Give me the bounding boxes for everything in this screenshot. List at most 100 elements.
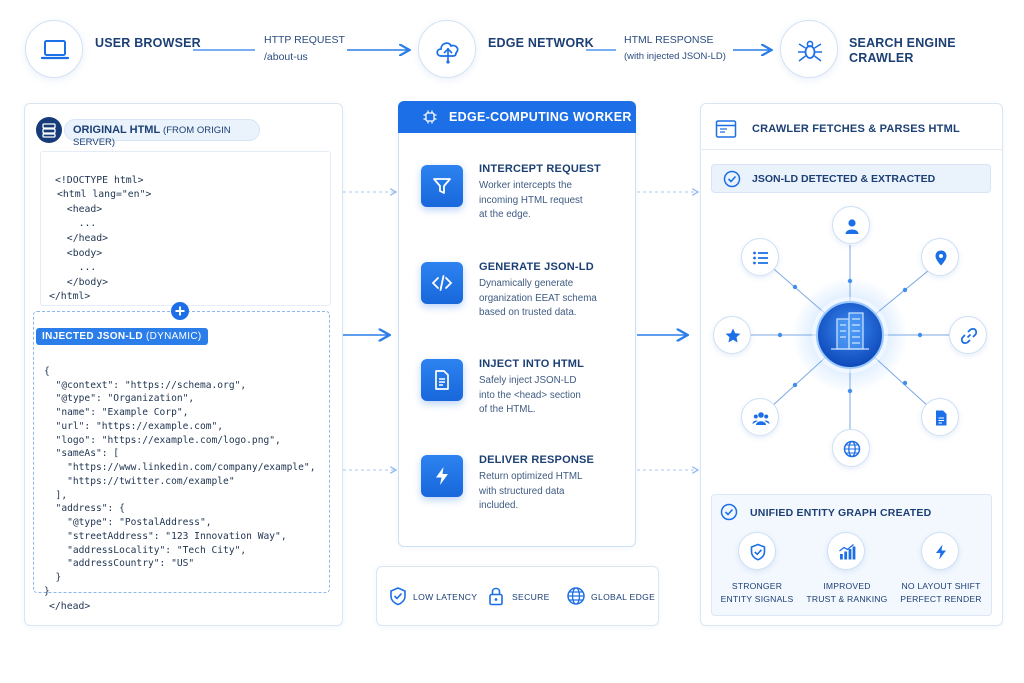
step-generate-desc: Dynamically generate organization EEAT s… — [479, 277, 609, 321]
code-line: <!DOCTYPE html> — [55, 174, 144, 186]
entity-graph — [732, 245, 968, 447]
check-circle-icon — [720, 503, 738, 521]
feature-low-latency: LOW LATENCY — [413, 592, 478, 602]
original-html-title: ORIGINAL HTML — [73, 124, 160, 136]
benefit-layout-shift: NO LAYOUT SHIFT PERFECT RENDER — [895, 580, 987, 605]
jsonld-detected-pill: JSON-LD DETECTED & EXTRACTED — [711, 164, 991, 193]
code-line: <head> — [55, 203, 103, 215]
user-browser-label: USER BROWSER — [95, 36, 201, 50]
code-line: ... — [55, 262, 97, 274]
graph-node-people — [741, 398, 779, 436]
shield-check-icon — [390, 587, 406, 606]
funnel-icon — [433, 178, 451, 194]
graph-node-user — [832, 206, 870, 244]
code-icon — [431, 275, 453, 291]
desc-line: Dynamically generate — [479, 278, 574, 289]
desc-line: Safely inject JSON-LD — [479, 375, 577, 386]
desc-line: included. — [479, 500, 519, 511]
code-line: ... — [55, 218, 97, 230]
benefit-line: STRONGER — [731, 581, 783, 591]
step-intercept-icon-box — [421, 165, 463, 207]
request-path: /about-us — [264, 51, 308, 63]
desc-line: incoming HTML request — [479, 194, 583, 206]
search-crawler-node — [780, 20, 838, 78]
server-icon — [36, 117, 62, 143]
original-html-title-pill: ORIGINAL HTML (FROM ORIGIN SERVER) — [64, 119, 260, 148]
benefit-line: PERFECT RENDER — [900, 593, 982, 604]
injected-json-tag: INJECTED JSON-LD (DYNAMIC) — [36, 328, 208, 345]
cloud-network-icon — [436, 42, 459, 64]
crawler-label-line2: CRAWLER — [849, 51, 914, 65]
star-icon — [725, 328, 741, 343]
injected-json-note: (DYNAMIC) — [146, 331, 202, 342]
benefit-trust-ranking: IMPROVED TRUST & RANKING — [805, 580, 889, 605]
globe-icon — [567, 587, 585, 605]
graph-node-globe — [832, 429, 870, 467]
spider-icon — [798, 40, 822, 62]
step-intercept-title: INTERCEPT REQUEST — [479, 163, 601, 175]
step-deliver-title: DELIVER RESPONSE — [479, 454, 595, 466]
code-line: <body> — [55, 247, 103, 259]
crawler-title: CRAWLER FETCHES & PARSES HTML — [752, 123, 960, 135]
code-line: </head> — [55, 232, 109, 244]
laptop-icon — [40, 40, 70, 60]
http-request-label: HTTP REQUEST — [264, 34, 345, 46]
link-icon — [960, 327, 978, 345]
worker-title: EDGE-COMPUTING WORKER — [449, 110, 632, 124]
json-line: "@type": "Organization", — [44, 393, 195, 405]
closing-head-line: </head> — [49, 601, 91, 612]
json-line: "addressCountry": "US" — [44, 558, 195, 570]
user-icon — [845, 219, 859, 234]
desc-line: organization EEAT schema — [479, 292, 597, 304]
chip-icon — [423, 110, 437, 124]
step-inject-title: INJECT INTO HTML — [479, 358, 585, 370]
features-bar — [376, 566, 659, 626]
step-generate-title: GENERATE JSON-LD — [479, 261, 594, 273]
building-icon — [831, 312, 869, 350]
feature-secure: SECURE — [512, 592, 550, 602]
benefit-entity-signals-icon — [738, 532, 776, 570]
globe-icon — [843, 440, 861, 458]
graph-node-list — [741, 238, 779, 276]
bar-chart-icon — [839, 544, 856, 560]
json-line: "url": "https://example.com", — [44, 420, 224, 432]
injected-json-code: { "@context": "https://schema.org", "@ty… — [44, 351, 315, 612]
crawler-label-line1: SEARCH ENGINE — [849, 36, 956, 50]
edge-network-label: EDGE NETWORK — [488, 36, 594, 50]
document-icon — [435, 370, 449, 390]
benefit-trust-ranking-icon — [827, 532, 865, 570]
user-browser-node — [25, 20, 83, 78]
lightning-icon — [936, 544, 946, 560]
desc-line: Return optimized HTML — [479, 471, 583, 482]
benefit-line: TRUST & RANKING — [806, 593, 888, 604]
browser-window-icon — [715, 120, 737, 138]
jsonld-detected-label: JSON-LD DETECTED & EXTRACTED — [752, 173, 936, 185]
benefit-layout-shift-icon — [921, 532, 959, 570]
step-deliver-icon-box — [421, 455, 463, 497]
step-intercept-desc: Worker intercepts the incoming HTML requ… — [479, 179, 609, 223]
html-response-note: (with injected JSON-LD) — [624, 51, 726, 62]
edge-network-node — [418, 20, 476, 78]
code-line: </html> — [49, 291, 91, 303]
json-line: "https://twitter.com/example" — [44, 475, 235, 487]
feature-global-edge: GLOBAL EDGE — [591, 592, 656, 602]
html-response-label: HTML RESPONSE — [624, 34, 714, 46]
graph-node-document — [921, 398, 959, 436]
json-line: { — [44, 365, 50, 377]
desc-line: of the HTML. — [479, 404, 536, 415]
lock-icon — [489, 587, 503, 606]
step-inject-desc: Safely inject JSON-LD into the <head> se… — [479, 374, 609, 418]
json-line: "https://www.linkedin.com/company/exampl… — [44, 462, 316, 473]
list-icon — [753, 251, 768, 265]
json-line: ], — [44, 489, 68, 501]
original-html-code: <!DOCTYPE html><html lang="en"> <head> .… — [49, 159, 151, 320]
json-line: "@type": "PostalAddress", — [44, 517, 212, 528]
original-html-note: (FROM ORIGIN SERVER) — [73, 125, 231, 148]
desc-line: based on trusted data. — [479, 307, 577, 318]
benefit-line: IMPROVED — [823, 581, 871, 591]
graph-node-link — [949, 316, 987, 354]
shield-check-icon — [750, 543, 766, 561]
json-line: } — [44, 585, 50, 597]
worker-header: EDGE-COMPUTING WORKER — [398, 101, 636, 133]
json-line: "logo": "https://example.com/logo.png", — [44, 434, 281, 446]
